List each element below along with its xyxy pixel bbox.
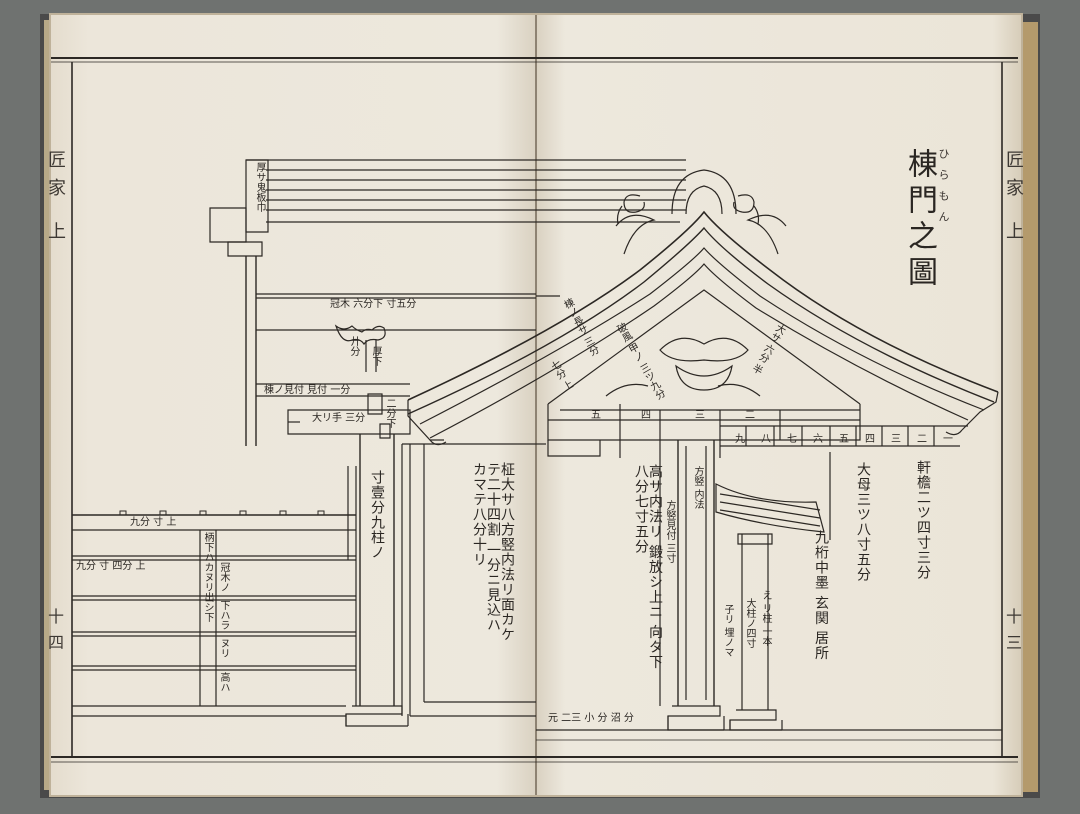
eave-rafter-number: 五 xyxy=(839,434,849,445)
margin-label-right: 匠家 上 xyxy=(1003,150,1024,250)
right-page xyxy=(536,14,1022,796)
annotation-fence-top: 九分 寸 上 xyxy=(130,517,177,528)
annotation-sub-pillar: 子リ 埋ノマ xyxy=(722,604,733,658)
page-border xyxy=(49,13,1023,797)
eave-rafter-number: 七 xyxy=(787,434,797,445)
annotation-kasagi: 冠木 六分下 寸五分 xyxy=(330,299,417,310)
eave-rafter-number: 三 xyxy=(891,434,901,445)
annotation-fence-l1: 九分 寸 四分 上 xyxy=(76,561,146,572)
annotation-fence-c5: ヌリ xyxy=(218,638,229,658)
truss-number: 四 xyxy=(641,410,651,421)
annotation-main-post: 大柱ノ四寸 xyxy=(744,598,755,648)
gate-drawing xyxy=(72,159,1002,741)
page-title: 棟門之圖 xyxy=(902,148,937,292)
annotation-base: 元 二三 小 分 沼 分 xyxy=(548,713,634,724)
print-frame xyxy=(50,57,1018,763)
annotation-post-note: え リ柱 一本 xyxy=(760,590,771,647)
eave-rafter-number: 九 xyxy=(735,434,745,445)
annotation-fence-c1: 柄下ハ xyxy=(202,532,213,562)
eave-rafter-number: 六 xyxy=(813,434,823,445)
annotation-onigawara: 厚サ鬼板巾 xyxy=(254,162,265,212)
eave-rafter-number: 一 xyxy=(943,434,953,445)
annotation-fence-c3: 冠木ノ xyxy=(218,562,229,592)
annotation-pillar-b: 方竪 内法 xyxy=(692,466,703,510)
annotation-fence-c6: 高ハ xyxy=(218,672,229,692)
annotation-kake: 廾分 xyxy=(348,336,359,356)
annotation-fence-c4: 下ハラ xyxy=(218,600,229,630)
truss-number: 三 xyxy=(695,410,705,421)
annotation-eave-span: 大母三ツ八寸五分 xyxy=(855,462,871,582)
eave-rafter-number: 八 xyxy=(761,434,771,445)
annotation-fence-c2: カヌリ出シ下 xyxy=(202,562,213,622)
annotation-kashiwa: 厚下 xyxy=(370,346,381,366)
title-reading: ひらもん xyxy=(937,148,950,232)
margin-label-left: 匠家 上 xyxy=(45,150,66,250)
folio-right: 十三 xyxy=(1003,608,1022,660)
annotation-pillar-side: 方竪見付 三寸 xyxy=(664,500,675,564)
annotation-nuki2: 大リ手 三分 xyxy=(312,413,366,424)
eave-rafter-number: 二 xyxy=(917,434,927,445)
annotation-pillar-main: 寸壹分九柱ノ xyxy=(369,470,385,560)
truss-number: 五 xyxy=(591,410,601,421)
folio-left: 十四 xyxy=(45,608,64,660)
annotation-door: 柾大サ八方竪内法リ面カケテ二十四割 一分ニ見込ハカマテ八分十リ xyxy=(471,462,515,642)
annotation-eave-total: 軒檐二ツ四寸三分 xyxy=(915,460,931,580)
truss-number: 二 xyxy=(745,410,755,421)
annotation-nuki3: 二分下 xyxy=(384,398,395,428)
annotation-pillar-height: 高サ内法リ 鍛放シ上ニ 向タ下八分七寸五分 xyxy=(633,464,663,670)
annotation-post-center: 九桁中墨 玄関 居所 xyxy=(813,530,829,661)
annotation-nuki1: 棟ノ見付 見付 一分 xyxy=(264,385,351,396)
eave-rafter-number: 四 xyxy=(865,434,875,445)
